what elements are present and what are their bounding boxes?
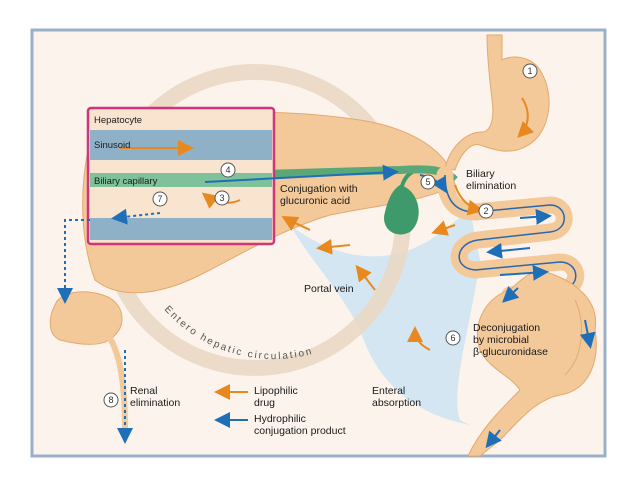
colon-arrow-1	[502, 285, 520, 303]
renal-elimination-label-1: Renal	[130, 385, 157, 397]
legend-hydrophilic-label-1: Hydrophilic	[254, 413, 306, 425]
step-number-2: 2	[483, 206, 488, 216]
step-marker-7: 7	[152, 191, 168, 207]
deconjugation-label-3: β-glucuronidase	[473, 346, 548, 358]
enteral-absorption-label-2: absorption	[372, 397, 421, 409]
duodenum-arrow	[454, 184, 484, 216]
gallbladder	[384, 185, 419, 235]
conjugation-label-2: glucuronic acid	[280, 195, 350, 207]
biliary-elimination-label-2: elimination	[466, 180, 516, 192]
deconjugation-label-1: Deconjugation	[473, 322, 540, 334]
step-marker-2: 2	[478, 203, 494, 219]
kidney	[49, 291, 123, 345]
biliary-elimination-arrow	[419, 174, 448, 194]
step-number-8: 8	[108, 395, 113, 405]
conjugation-label-1: Conjugation with	[280, 183, 358, 195]
step-number-1: 1	[527, 66, 532, 76]
ureter	[105, 333, 128, 431]
colon-arrow-2	[579, 319, 596, 349]
portal-arrow-1	[316, 238, 351, 255]
portal-arrow-2	[355, 264, 376, 291]
step-marker-3: 3	[214, 190, 230, 206]
sinusoid-label: Sinusoid	[94, 140, 130, 151]
absorption-arrow-2	[407, 326, 431, 351]
step-number-6: 6	[450, 333, 455, 343]
kidney-transport-arrow	[57, 219, 90, 304]
stomach-arrow	[517, 97, 535, 138]
step-number-5: 5	[425, 177, 430, 187]
step-marker-1: 1	[522, 63, 538, 79]
legend-lipophilic-label-2: drug	[254, 397, 275, 409]
intestine-arrow-1	[519, 208, 552, 225]
enteral-absorption-label-1: Enteral	[372, 385, 405, 397]
renal-elimination-label-2: elimination	[130, 397, 180, 409]
absorption-arrow-1	[431, 220, 456, 236]
intestine-arrow-3	[499, 264, 549, 281]
step-number-4: 4	[225, 165, 230, 175]
step-number-7: 7	[157, 194, 162, 204]
portal-vein-region	[290, 210, 480, 425]
hepatocyte-label: Hepatocyte	[94, 115, 142, 126]
step-marker-4: 4	[220, 162, 236, 178]
biliary-transport-arrow	[204, 164, 399, 183]
step-marker-6: 6	[445, 330, 461, 346]
sinusoid-efflux-arrow	[111, 208, 161, 225]
intestinal-lumen	[444, 174, 577, 291]
lower-sinusoid-band	[90, 218, 272, 240]
step-number-3: 3	[219, 193, 224, 203]
colon	[467, 269, 597, 457]
biliary-elimination-label-1: Biliary	[466, 168, 495, 180]
step-marker-8: 8	[103, 392, 119, 408]
deconjugation-label-2: by microbial	[473, 334, 529, 346]
portal-vein-label: Portal vein	[304, 283, 354, 295]
legend-hydrophilic-label-2: conjugation product	[254, 425, 346, 437]
intestine-arrow-2	[486, 242, 531, 259]
legend-lipophilic-label-1: Lipophilic	[254, 385, 298, 397]
step-marker-5: 5	[420, 174, 436, 190]
liver-entry-arrow	[281, 216, 311, 231]
colon-arrow-3	[485, 429, 502, 449]
biliary-capillary-label: Biliary capillary	[94, 176, 158, 187]
